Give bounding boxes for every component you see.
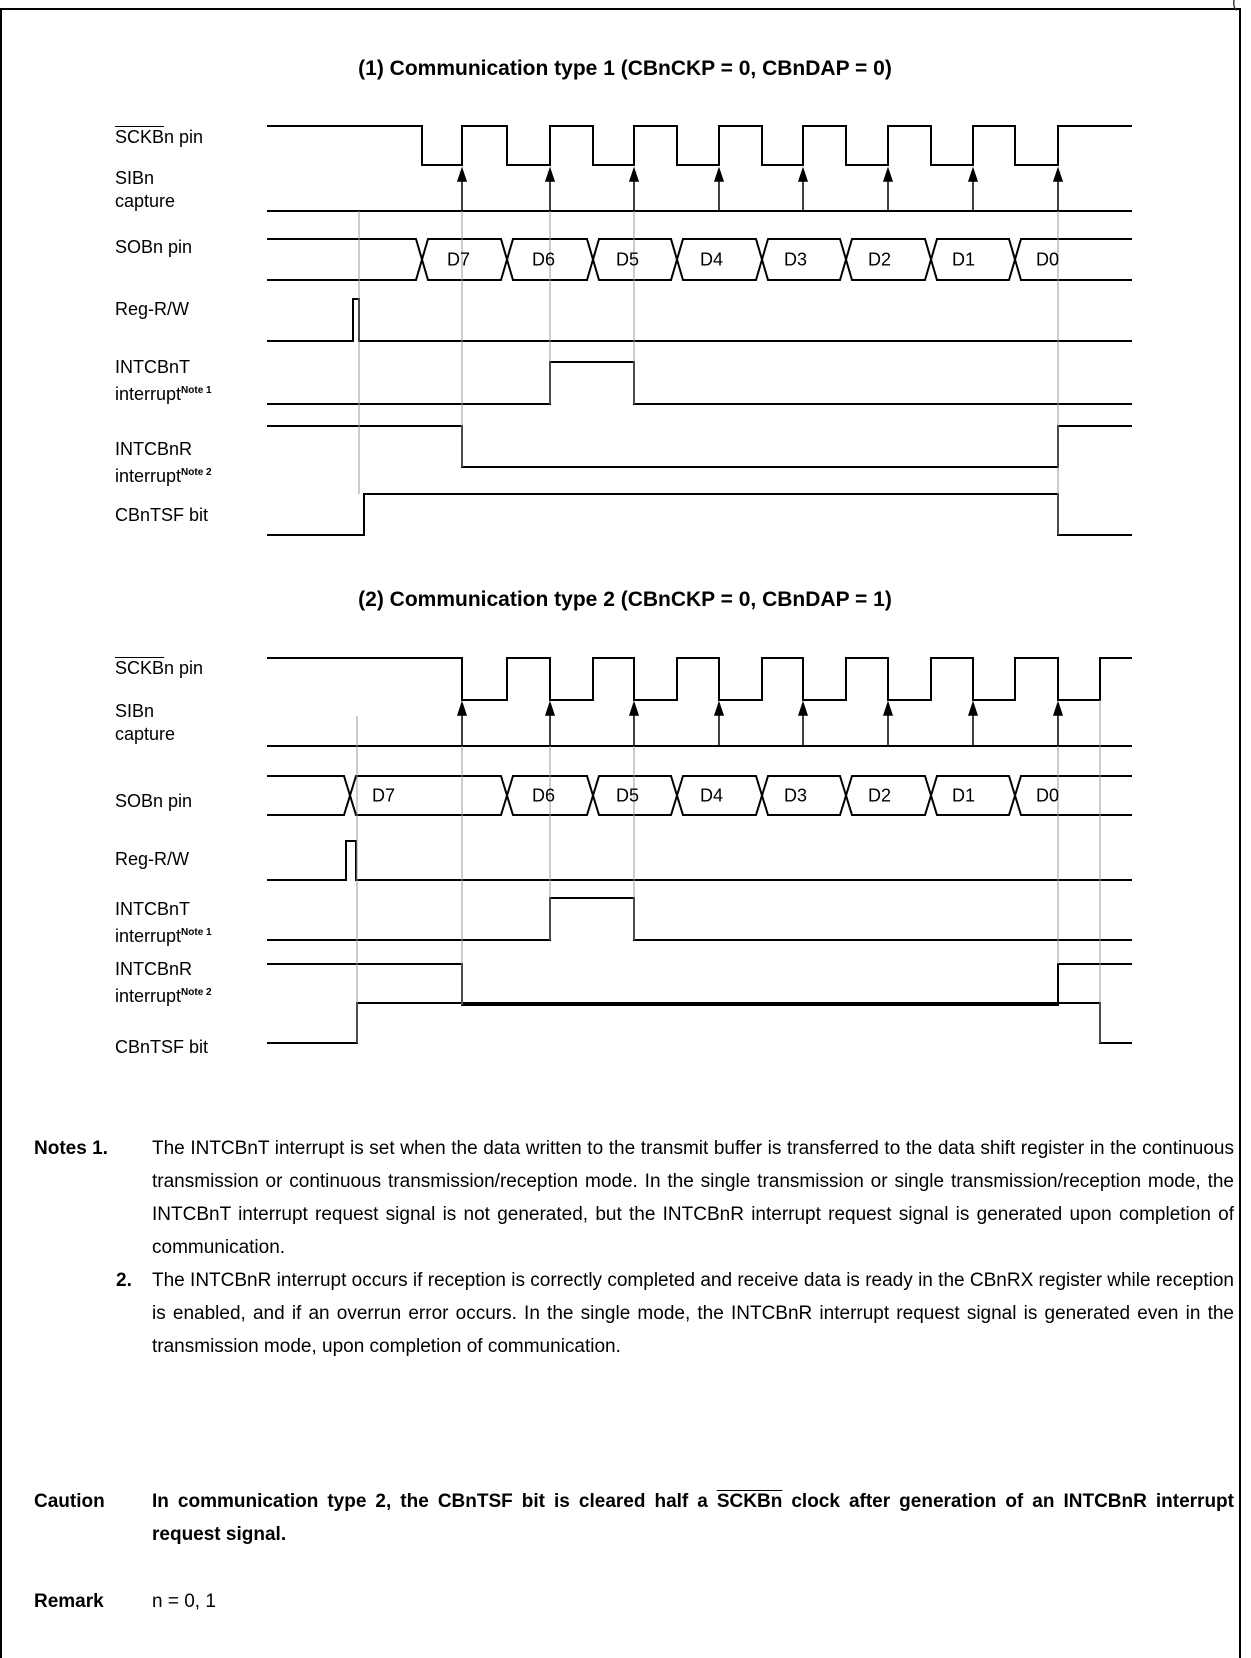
frame-top-border xyxy=(0,8,1241,10)
note-2: 2. The INTCBnR interrupt occurs if recep… xyxy=(34,1264,1234,1363)
caution-row: Caution In communication type 2, the CBn… xyxy=(34,1485,1234,1551)
timing-diagram-type-2: (2) Communication type 2 (CBnCKP = 0, CB… xyxy=(0,560,1251,1120)
data-bit-label: D4 xyxy=(700,786,723,806)
data-bit-label: D0 xyxy=(1036,786,1059,806)
data-bit-label: D0 xyxy=(1036,250,1059,270)
sob-bus-idle-end xyxy=(1014,775,1132,816)
capture-arrow-head xyxy=(456,166,468,182)
capture-arrow-head xyxy=(544,700,556,716)
label-sob-pin: SOBn pin xyxy=(115,237,193,257)
remark-section: Remark n = 0, 1 xyxy=(34,1585,1234,1618)
capture-arrow-head xyxy=(456,700,468,716)
data-bit-label: D2 xyxy=(868,250,891,270)
timing-diagram-type-1: (1) Communication type 1 (CBnCKP = 0, CB… xyxy=(0,0,1251,560)
intcbnr-waveform xyxy=(267,425,1132,468)
data-bit-label: D1 xyxy=(952,250,975,270)
capture-arrow-head xyxy=(1052,166,1064,182)
label-sck-pin: SCKBn pin xyxy=(115,127,204,147)
capture-arrow-head xyxy=(713,166,725,182)
note-2-text: The INTCBnR interrupt occurs if receptio… xyxy=(152,1270,1234,1357)
data-bit-label: D3 xyxy=(784,250,807,270)
data-bit-label: D5 xyxy=(616,786,639,806)
sob-bus-idle-start xyxy=(267,775,352,816)
capture-arrow-head xyxy=(1052,700,1064,716)
label-cbntsf-bit: CBnTSF bit xyxy=(115,505,209,525)
capture-arrow-head xyxy=(882,700,894,716)
data-bit-label: D2 xyxy=(868,786,891,806)
label-sob-pin: SOBn pin xyxy=(115,791,193,811)
frame-right-border xyxy=(1239,8,1241,1658)
intcbnt-waveform xyxy=(267,361,1132,405)
intcbnt-waveform xyxy=(267,897,1132,941)
data-bit-label: D4 xyxy=(700,250,723,270)
cbntsf-waveform xyxy=(267,1002,1132,1044)
capture-arrow-head xyxy=(544,166,556,182)
caution-text-before: In communication type 2, the CBnTSF bit … xyxy=(152,1491,717,1512)
data-bit-label: D7 xyxy=(372,786,395,806)
sob-bus-idle-start xyxy=(267,238,424,281)
capture-arrow-head xyxy=(882,166,894,182)
sck-waveform xyxy=(267,657,1132,701)
capture-arrow-head xyxy=(628,700,640,716)
diagram-title: (2) Communication type 2 (CBnCKP = 0, CB… xyxy=(358,588,892,611)
intcbnr-waveform xyxy=(267,963,1132,1006)
cbntsf-waveform xyxy=(267,493,1132,536)
reg-rw-waveform xyxy=(267,298,1132,342)
corner-mark: ( xyxy=(1232,0,1238,11)
capture-arrow-head xyxy=(967,700,979,716)
remark-row: Remark n = 0, 1 xyxy=(34,1585,1234,1618)
note-1: Notes 1. The INTCBnT interrupt is set wh… xyxy=(34,1132,1234,1264)
diagram-title: (1) Communication type 1 (CBnCKP = 0, CB… xyxy=(358,57,892,80)
label-sck-pin: SCKBn pin xyxy=(115,658,204,678)
waveform-canvas: D7 D6 D5 D4 D3 D2 D1 D0 xyxy=(267,657,1132,1044)
label-reg-rw: Reg-R/W xyxy=(115,299,190,319)
data-bit-label: D7 xyxy=(447,250,470,270)
label-cbntsf-bit: CBnTSF bit xyxy=(115,1037,209,1057)
label-reg-rw: Reg-R/W xyxy=(115,849,190,869)
data-bit-label: D3 xyxy=(784,786,807,806)
notes-section: Notes 1. The INTCBnT interrupt is set wh… xyxy=(34,1132,1234,1363)
frame-left-border xyxy=(0,8,2,1658)
capture-arrow-head xyxy=(967,166,979,182)
reg-rw-waveform xyxy=(267,840,1132,881)
data-bit-label: D1 xyxy=(952,786,975,806)
caution-overlined-term: SCKBn xyxy=(716,1491,783,1512)
sob-bus-idle-end xyxy=(1014,238,1132,281)
caution-heading: Caution xyxy=(34,1491,105,1512)
notes-heading: Notes 1. xyxy=(34,1138,108,1159)
capture-arrow-head xyxy=(713,700,725,716)
data-bit-label: D6 xyxy=(532,250,555,270)
sck-waveform xyxy=(267,125,1132,166)
capture-arrow-head xyxy=(797,700,809,716)
capture-arrow-head xyxy=(628,166,640,182)
caution-section: Caution In communication type 2, the CBn… xyxy=(34,1485,1234,1551)
capture-arrow-head xyxy=(797,166,809,182)
data-bit-label: D6 xyxy=(532,786,555,806)
note-2-number: 2. xyxy=(116,1270,132,1291)
caution-text-after: clock after generation of an INTCBnR int… xyxy=(152,1491,1234,1545)
remark-heading: Remark xyxy=(34,1591,104,1612)
remark-text: n = 0, 1 xyxy=(152,1591,216,1612)
note-1-text: The INTCBnT interrupt is set when the da… xyxy=(152,1138,1234,1258)
waveform-canvas: D7 D6 D5 D4 D3 D2 D1 D0 xyxy=(267,125,1132,536)
data-bit-label: D5 xyxy=(616,250,639,270)
